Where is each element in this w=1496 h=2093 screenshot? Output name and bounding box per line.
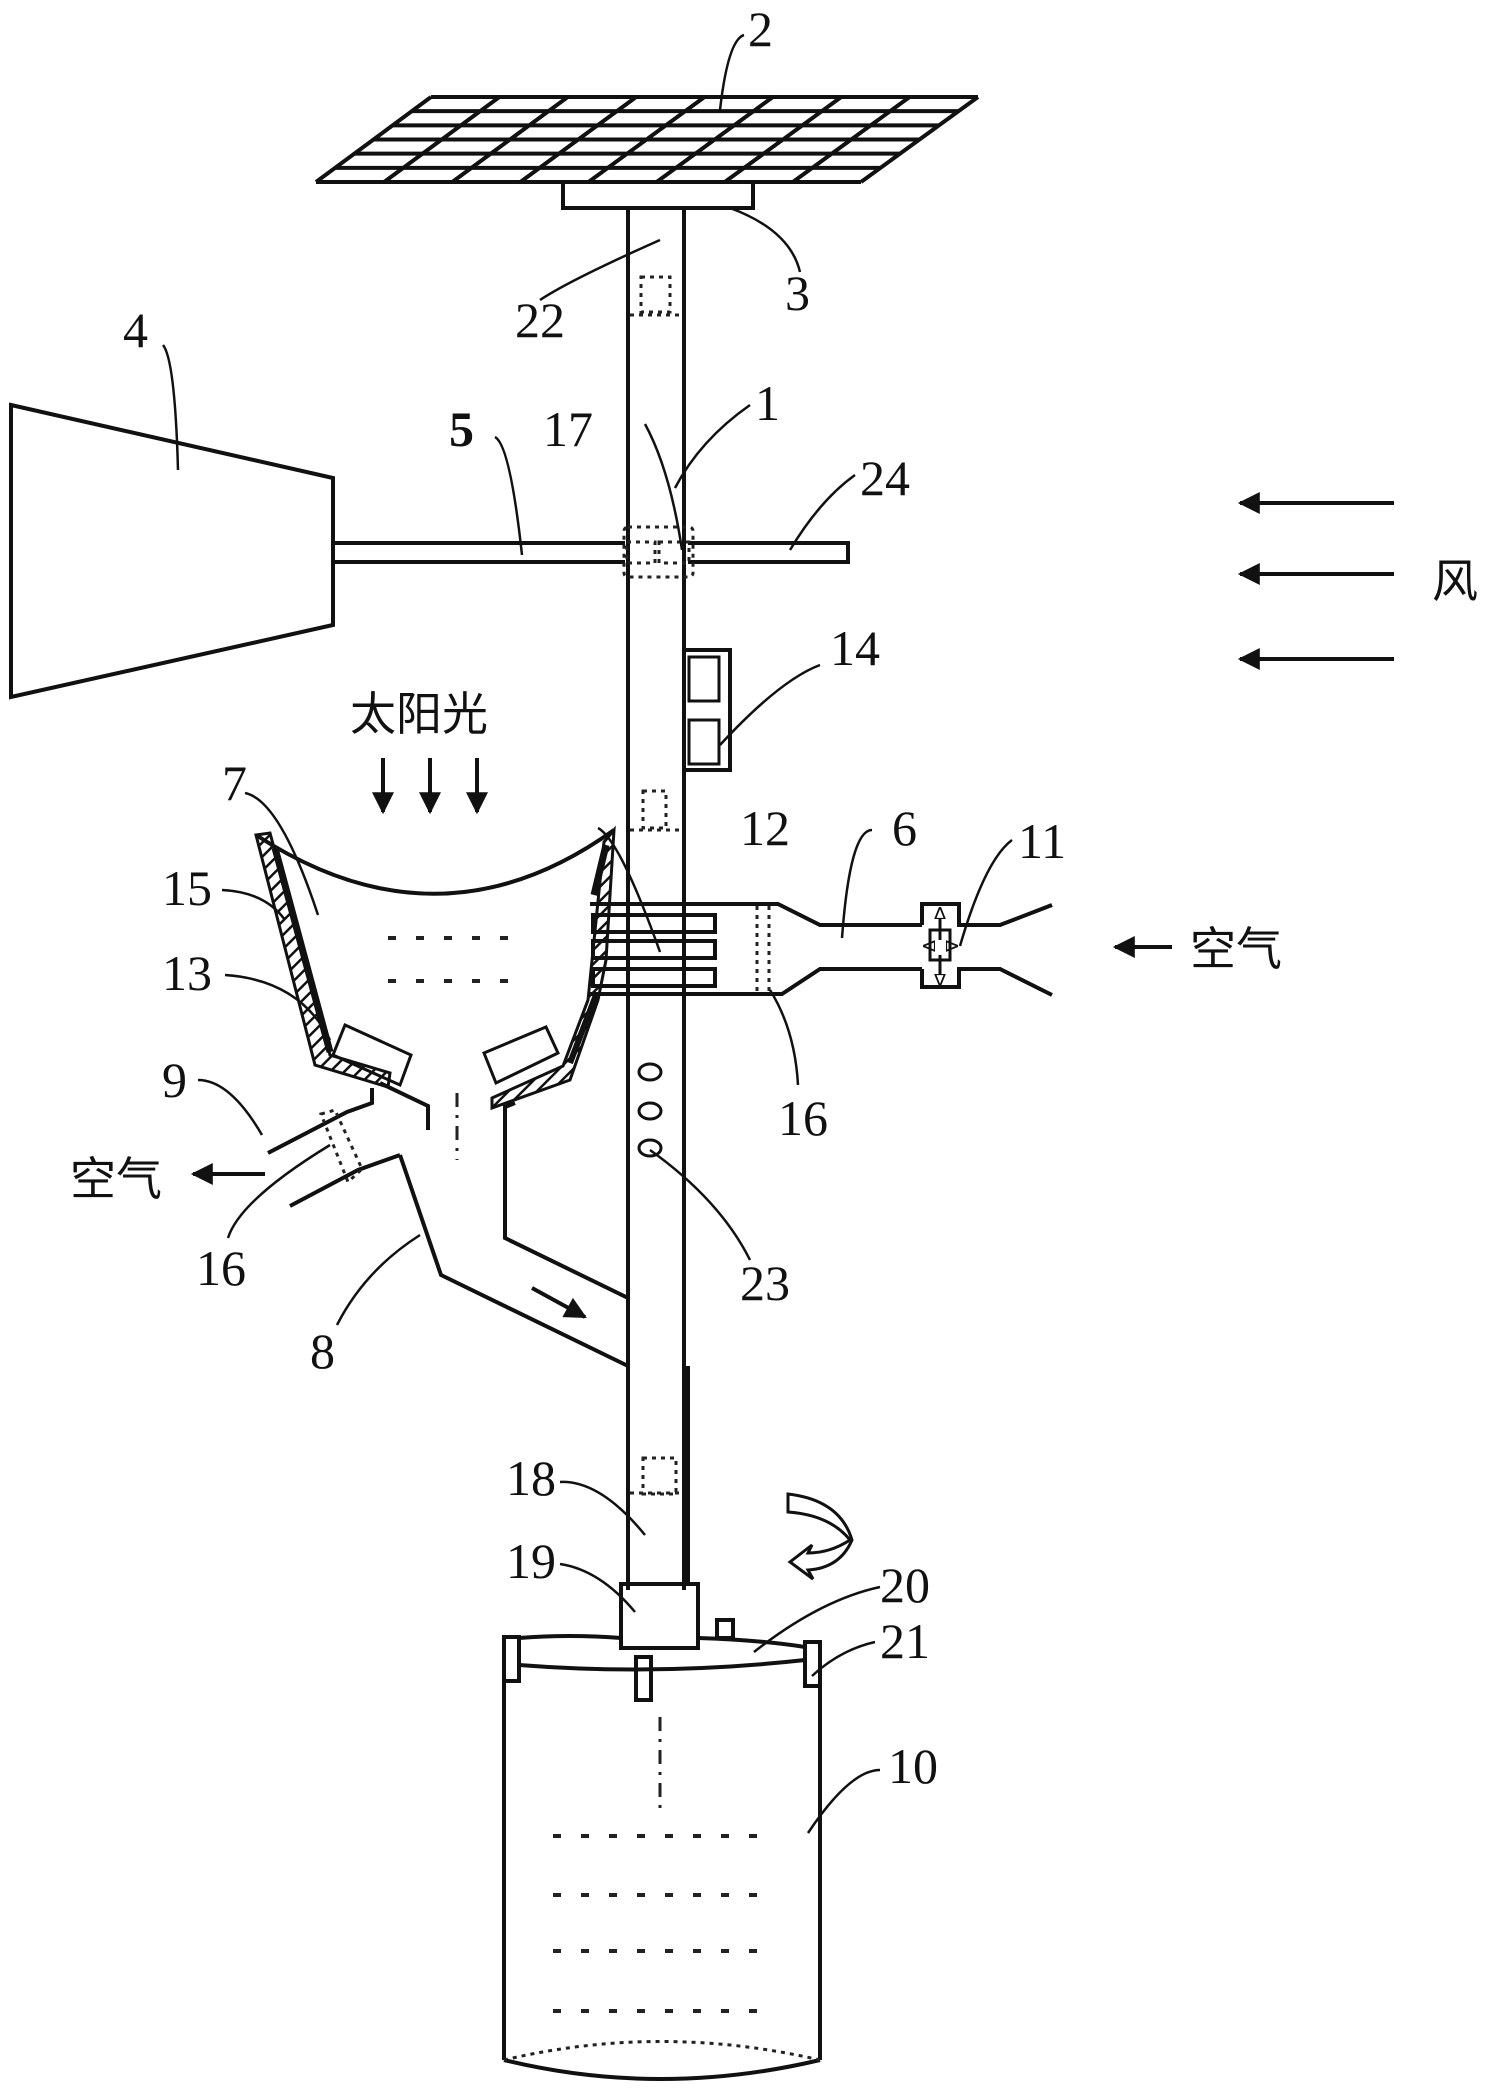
solar-panel (314, 95, 980, 184)
label-air-outlet: 9 (162, 1052, 187, 1108)
bearing-joint (622, 525, 695, 579)
label-inner-lining: 13 (162, 945, 212, 1001)
label-lid-clamp: 21 (880, 1613, 930, 1669)
panel-grid-col-line (655, 95, 775, 184)
air-outlet (267, 1088, 401, 1208)
vane-arm (333, 541, 625, 564)
label-panel-mount: 3 (785, 265, 810, 321)
label-pole: 1 (755, 375, 780, 431)
label-collector-bowl: 7 (222, 755, 247, 811)
control-box (682, 648, 732, 772)
pole (626, 208, 686, 1590)
wind-label: 风 (1432, 554, 1478, 608)
air-out-label: 空气 (70, 1152, 162, 1206)
label-water-tank: 10 (888, 1738, 938, 1794)
tank-lid (518, 1618, 806, 1702)
panel-mount (561, 180, 755, 210)
sun-arrows (372, 758, 488, 815)
coupling (619, 1582, 700, 1650)
label-solar-panel: 2 (748, 1, 773, 57)
counter-arm (688, 541, 850, 564)
panel-grid-col-line (859, 95, 980, 184)
label-cooling-fins: 12 (740, 800, 790, 856)
label-filter-inlet: 16 (778, 1090, 828, 1146)
panel-grid-col-line (791, 95, 911, 184)
label-counter-arm: 24 (860, 450, 910, 506)
sunlight-label: 太阳光 (350, 687, 488, 741)
arrow-down-right-icon (531, 1286, 587, 1319)
panel-grid-col-line (519, 95, 638, 184)
vent-holes (637, 1062, 663, 1158)
label-filter-outlet: 16 (196, 1240, 246, 1296)
pole-joint-marker-lower (630, 1456, 682, 1496)
label-lower-pipe: 18 (506, 1450, 556, 1506)
drain-pipe (398, 1105, 630, 1368)
label-wind-vane: 4 (123, 302, 148, 358)
leader-lines (161, 33, 1013, 1834)
pole-joint-marker-middle (630, 789, 682, 832)
label-drain-pipe: 8 (310, 1323, 335, 1379)
air-inlet-duct (590, 902, 1053, 997)
label-vent-holes: 23 (740, 1255, 790, 1311)
air-in-label: 空气 (1190, 922, 1282, 976)
label-upper-pole: 22 (515, 292, 565, 348)
lower-pipe (626, 1366, 690, 1584)
panel-grid-col-line (723, 95, 843, 184)
label-air-inlet-duct: 6 (892, 800, 917, 856)
wind-arrows (1237, 492, 1394, 670)
panel-grid-col-line (314, 95, 433, 184)
label-insulation-layer: 15 (162, 860, 212, 916)
panel-grid-col-line (451, 95, 569, 184)
lid-clamp (502, 1635, 822, 1688)
wind-vane (9, 402, 335, 700)
panel-grid-col-line (587, 95, 706, 184)
label-bearing-joint: 17 (543, 401, 593, 457)
four-way-valve-icon (924, 908, 957, 985)
label-vane-arm: 5 (449, 401, 474, 457)
label-inlet-valve: 11 (1018, 813, 1066, 869)
water-tank (502, 1681, 822, 2081)
label-control-box: 14 (830, 620, 880, 676)
collector-bowl (254, 825, 616, 1160)
pole-joint-marker-upper (630, 275, 682, 317)
panel-grid-col-line (382, 95, 501, 184)
label-tank-lid: 20 (880, 1557, 930, 1613)
label-coupling: 19 (506, 1533, 556, 1589)
part-labels: 2 3 22 4 5 17 1 24 14 7 15 13 12 6 11 16… (123, 1, 1066, 1794)
rotate-arrow-icon (786, 1492, 854, 1581)
